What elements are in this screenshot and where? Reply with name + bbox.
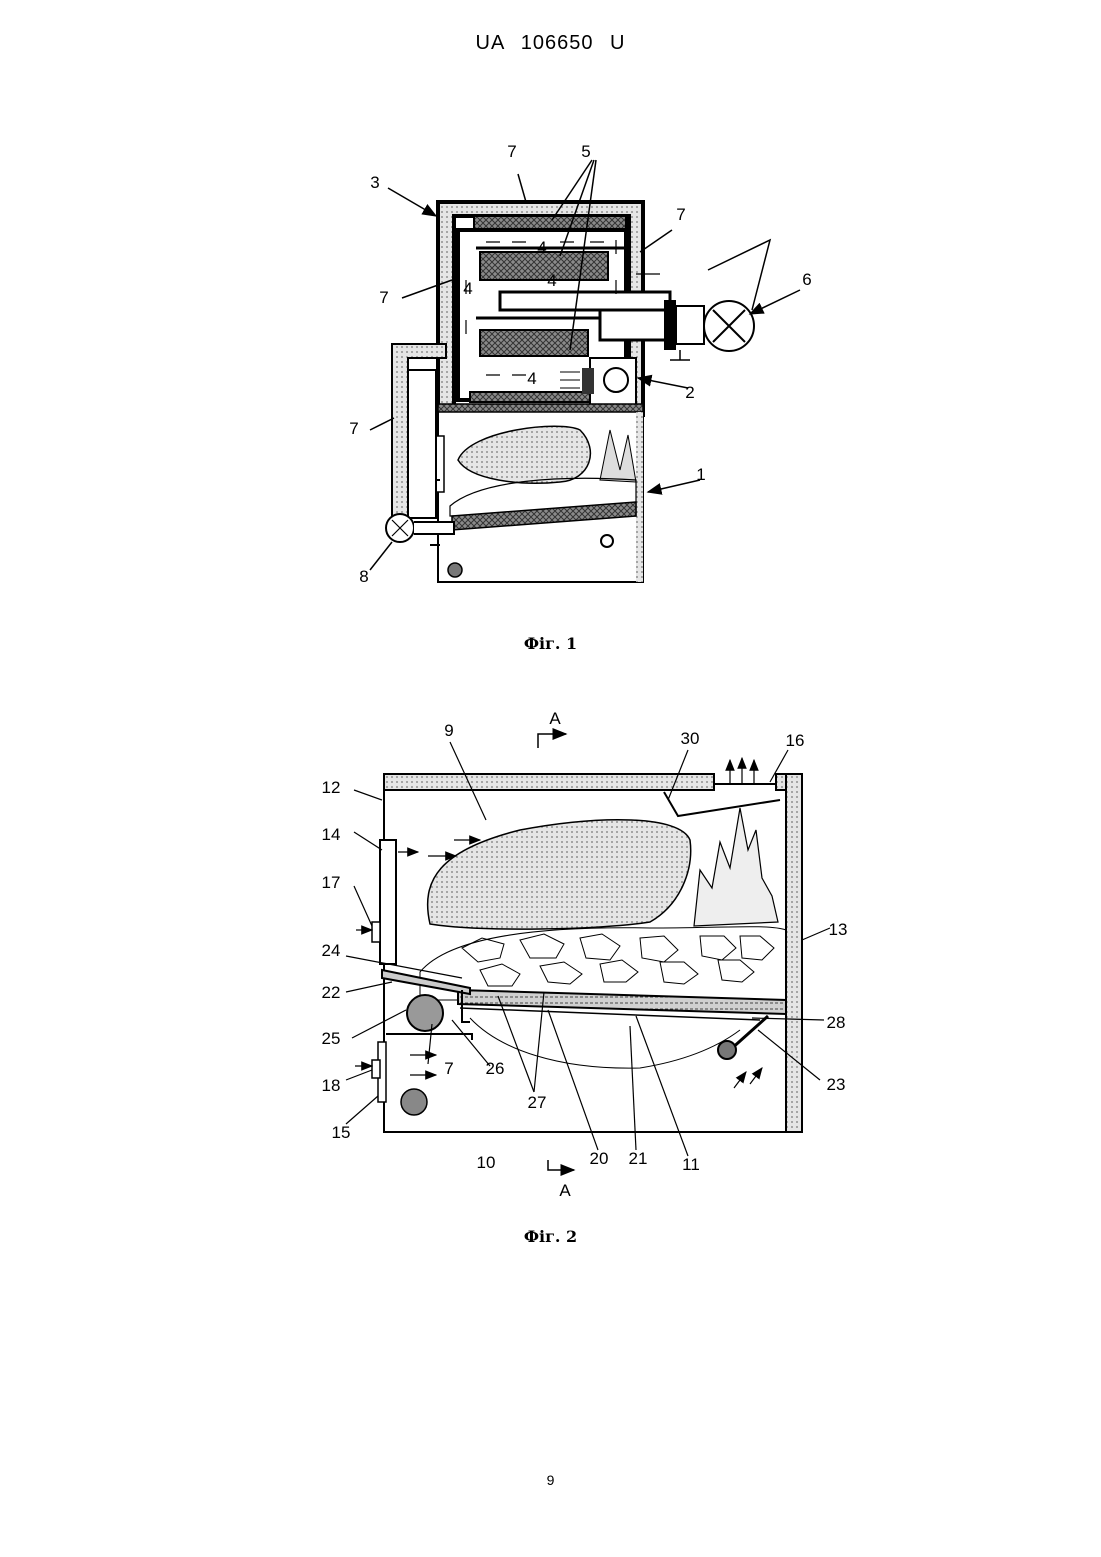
label-7-top: 7	[507, 142, 516, 161]
patent-header: UA 106650 U	[0, 32, 1101, 55]
label-7: 7	[444, 1059, 453, 1078]
label-12: 12	[322, 778, 341, 797]
figure-2-caption: Фіг. 2	[0, 1227, 1101, 1246]
label-4-middle: 4	[547, 271, 556, 290]
ash-pit	[386, 995, 740, 1115]
label-23: 23	[827, 1075, 846, 1094]
figure-1-diagram: 3 7 5 7 6 7 4 4 4 4 2 7 1 8	[0, 130, 1101, 600]
label-27: 27	[528, 1093, 547, 1112]
label-20: 20	[590, 1149, 609, 1168]
label-8: 8	[359, 567, 368, 586]
label-25: 25	[322, 1029, 341, 1048]
label-28: 28	[827, 1013, 846, 1032]
coal-bed	[420, 927, 786, 1000]
label-2: 2	[685, 383, 694, 402]
label-4-bottom: 4	[527, 369, 536, 388]
label-1: 1	[696, 465, 705, 484]
label-22: 22	[322, 983, 341, 1002]
figure-2-diagram: A A 9 30 16 12 14 17 13 24 22 28 25 7 26…	[0, 700, 1101, 1200]
boiler-top-wall	[384, 774, 802, 790]
label-7-pipe: 7	[349, 419, 358, 438]
flame	[694, 808, 778, 926]
label-16: 16	[786, 731, 805, 750]
label-11: 11	[682, 1155, 700, 1174]
label-9: 9	[444, 721, 453, 740]
label-5: 5	[581, 142, 590, 161]
figure-1-caption: Фіг. 1	[0, 634, 1101, 653]
label-4-left: 4	[463, 279, 472, 298]
label-24: 24	[322, 941, 341, 960]
label-17: 17	[322, 873, 341, 892]
boiler-body	[430, 404, 643, 582]
label-14: 14	[322, 825, 341, 844]
label-section-a-bottom: A	[559, 1181, 571, 1200]
label-7-right: 7	[676, 205, 685, 224]
label-13: 13	[829, 920, 848, 939]
label-6: 6	[802, 270, 811, 289]
deflector-plate	[664, 792, 780, 816]
boiler-right-wall	[786, 774, 802, 1132]
label-15: 15	[332, 1123, 351, 1142]
label-21: 21	[629, 1149, 648, 1168]
page-number: 9	[0, 1472, 1101, 1488]
label-26: 26	[486, 1059, 505, 1078]
label-18: 18	[322, 1076, 341, 1095]
label-7-left: 7	[379, 288, 388, 307]
label-10: 10	[477, 1153, 496, 1172]
label-3: 3	[370, 173, 379, 192]
label-4-top: 4	[537, 238, 546, 257]
fuel-pile	[428, 820, 691, 929]
label-section-a-top: A	[549, 709, 561, 728]
label-30: 30	[681, 729, 700, 748]
